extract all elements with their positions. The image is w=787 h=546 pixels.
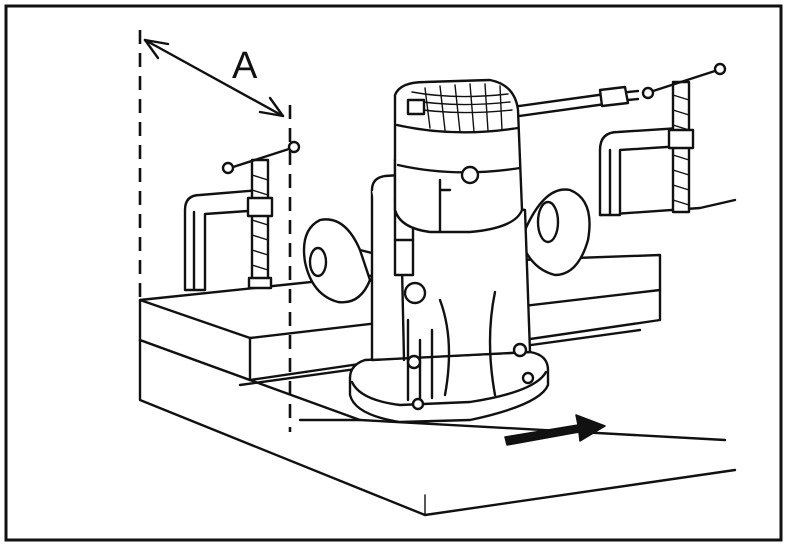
clamp-icon-left: [183, 140, 301, 292]
dimension-a: A: [138, 30, 292, 432]
router-icon: [302, 78, 640, 424]
feed-direction-arrow-icon: [504, 414, 606, 446]
clamp-icon-right: [598, 62, 727, 217]
dimension-label: A: [232, 45, 258, 87]
